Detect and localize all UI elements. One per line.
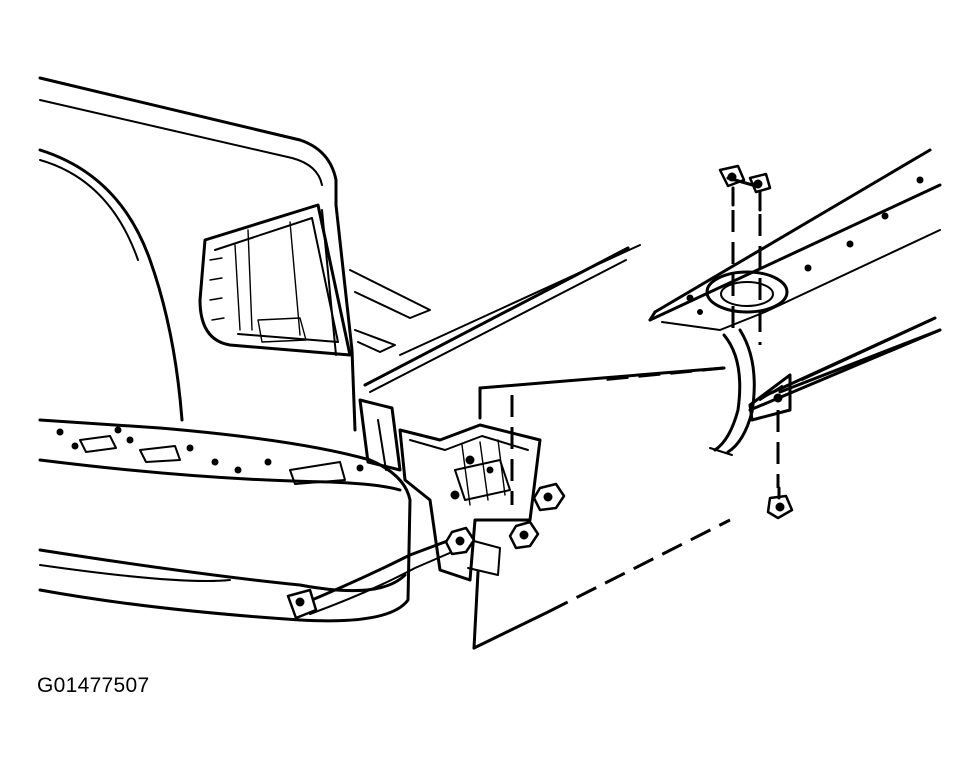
mounting-plane-outline: [472, 366, 731, 650]
rear-bumper: [38, 398, 453, 623]
nut-icon: [444, 482, 566, 556]
frame-rail: [648, 148, 942, 456]
figure-id-label: G01477507: [37, 674, 150, 697]
mounting-bracket: [398, 423, 542, 582]
bolt-icon: [766, 486, 794, 520]
truck-bed-fender: [38, 76, 641, 432]
bolt-icon: [718, 164, 772, 212]
bolt-guide-lines: [731, 210, 780, 488]
